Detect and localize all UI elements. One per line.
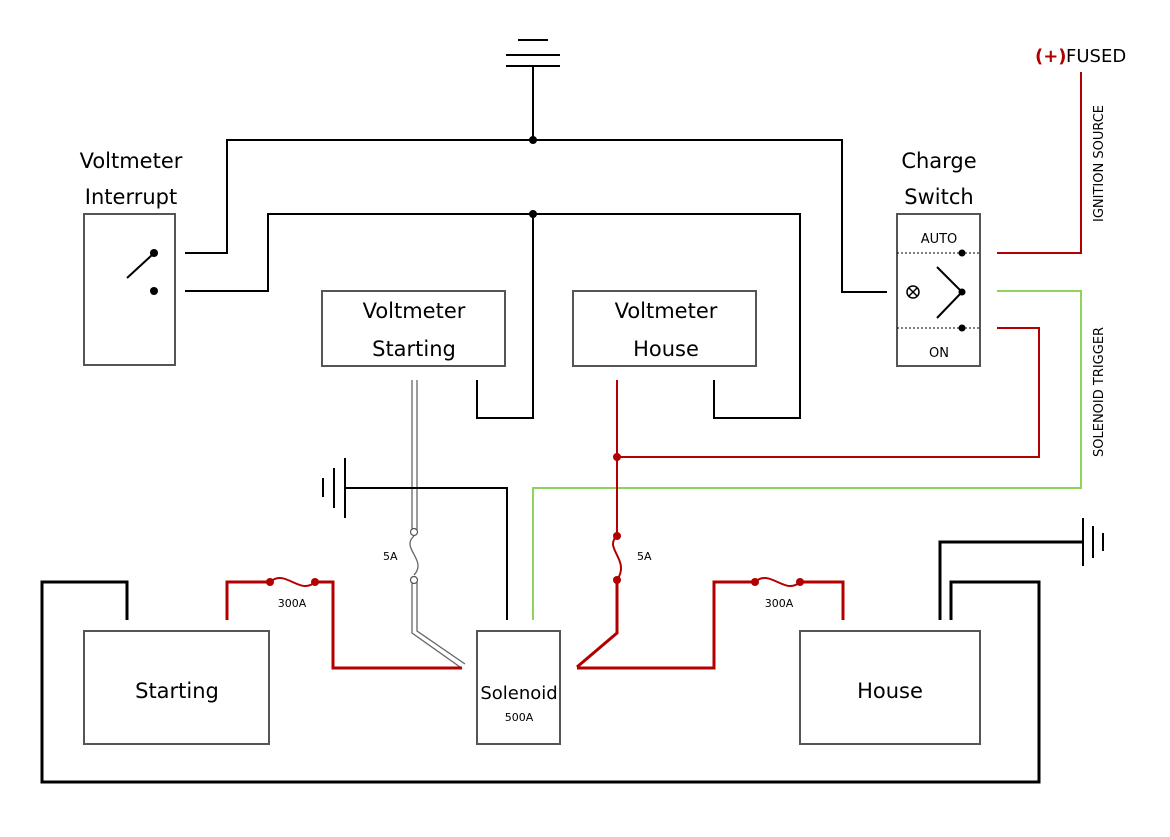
voltmeter-starting: Voltmeter Starting	[321, 290, 506, 367]
negative-loop-cable	[40, 580, 1041, 784]
switch-auto-label: AUTO	[921, 232, 958, 247]
solenoid-rating-label: 500A	[505, 711, 534, 724]
switch-on-label: ON	[929, 346, 949, 361]
house-battery-label: House	[857, 679, 923, 703]
fuse-300a-house-label: 300A	[765, 597, 794, 610]
ground-symbol-top	[506, 39, 560, 140]
voltmeter-interrupt-title-1: Voltmeter	[80, 149, 183, 173]
solenoid-trigger-label: SOLENOID TRIGGER	[1092, 327, 1107, 457]
fuse-300a-starting-label: 300A	[278, 597, 307, 610]
ignition-wire	[997, 72, 1082, 254]
house-positive-cable	[577, 580, 755, 670]
ignition-source-label: IGNITION SOURCE	[1092, 105, 1107, 222]
starting-main-fuse	[269, 576, 316, 588]
junction-top	[529, 136, 537, 144]
solenoid-label: Solenoid	[480, 683, 557, 704]
house-sense-wire	[576, 380, 623, 669]
negative-bus-lower	[185, 213, 801, 419]
charge-switch-title-2: Switch	[904, 185, 973, 209]
switch-on-wire	[617, 327, 1040, 458]
voltmeter-starting-title-2: Starting	[372, 337, 456, 361]
starting-battery-label: Starting	[135, 679, 219, 703]
voltmeter-interrupt-title-2: Interrupt	[85, 185, 177, 209]
solenoid: Solenoid 500A	[476, 630, 561, 745]
junction-lower	[529, 210, 537, 218]
charge-switch: Charge Switch AUTO ON	[896, 149, 981, 367]
house-main-fuse	[754, 576, 801, 588]
voltmeter-starting-title-1: Voltmeter	[363, 299, 466, 323]
starting-battery: Starting	[83, 630, 270, 745]
voltmeter-house-title-2: House	[633, 337, 699, 361]
ground-symbol-middle	[322, 458, 508, 620]
house-battery: House	[799, 630, 981, 745]
starting-sense-wire	[409, 380, 466, 668]
voltmeter-starting-negative	[476, 214, 534, 419]
fused-label: FUSED	[1066, 46, 1126, 67]
solenoid-trigger-wire	[532, 290, 1082, 620]
charge-switch-title-1: Charge	[901, 149, 976, 173]
voltmeter-interrupt: Voltmeter Interrupt	[80, 149, 183, 366]
indicator-lamp-icon	[906, 285, 920, 299]
fused-plus-label: (+)	[1035, 46, 1067, 67]
ground-symbol-right	[938, 518, 1104, 620]
fuse-5a-starting-label: 5A	[383, 550, 398, 563]
voltmeter-house: Voltmeter House	[572, 290, 757, 367]
starting-positive-cable	[225, 580, 270, 620]
voltmeter-house-title-1: Voltmeter	[615, 299, 718, 323]
fuse-5a-house-label: 5A	[637, 550, 652, 563]
